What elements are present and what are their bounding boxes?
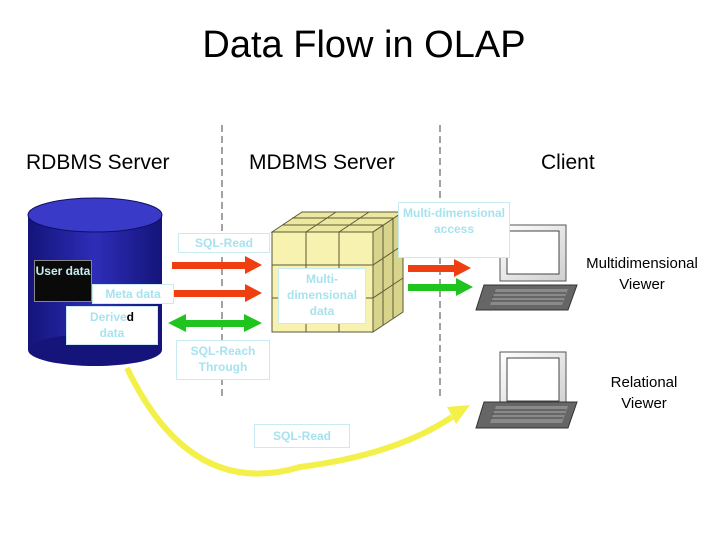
computer-icon-multidimensional [475,224,578,311]
multidimensional-data-label: Multi-dimensional data [278,268,366,324]
computer-icon-relational [475,351,578,429]
section-client: Client [541,151,595,174]
sql-read-bottom-label: SQL-Read [254,424,350,448]
arrow-green-2 [408,278,473,296]
section-rdbms-server: RDBMS Server [26,151,170,174]
arrow-red-2 [172,284,262,302]
arrow-green-double [168,314,262,332]
user-data-label: User data [34,260,92,302]
arrow-red-1 [172,256,262,274]
derived-data-label: Derived data [66,306,158,345]
derived-data-line2: data [99,326,125,340]
derived-data-prefix: Derive [89,310,127,324]
relational-viewer-label: Relational Viewer [610,374,678,412]
sql-read-top-label: SQL-Read [178,233,270,253]
page-title: Data Flow in OLAP [202,24,526,66]
meta-data-label: Meta data [92,284,174,304]
multidimensional-viewer-label: Multidimensional Viewer [586,255,698,293]
arrow-yellow-curved [124,366,470,477]
arrow-red-3 [408,259,471,277]
sql-reach-through-label: SQL-Reach Through [176,340,270,380]
derived-data-suffix: d [126,310,135,324]
multidimensional-access-label: Multi-dimensional access [398,202,510,258]
section-mdbms-server: MDBMS Server [249,151,395,174]
